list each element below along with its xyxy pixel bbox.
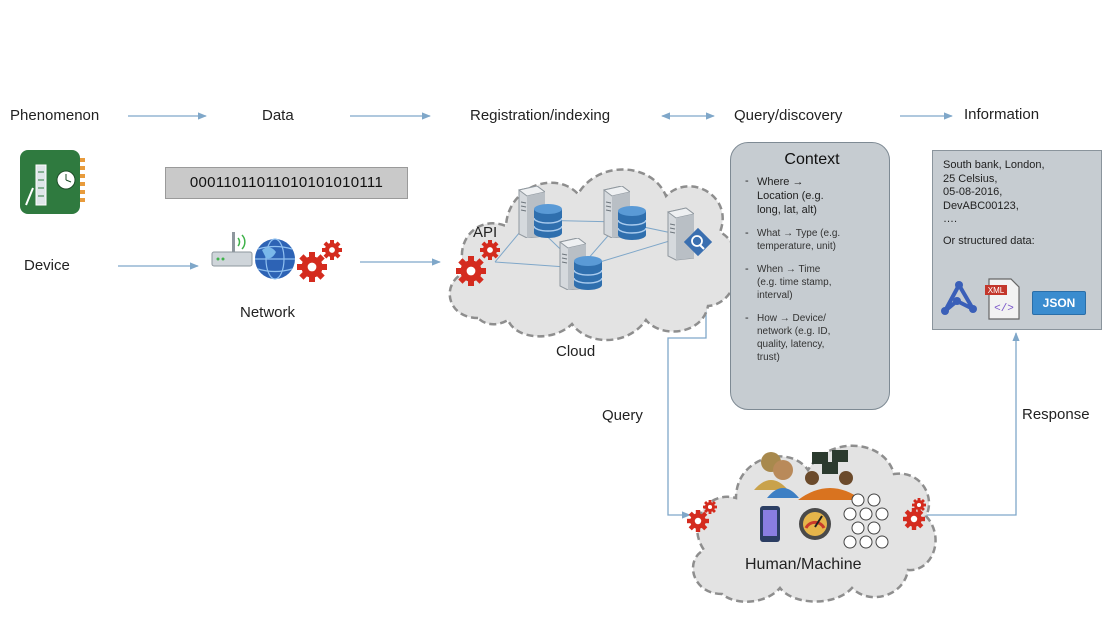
server-icon-4 xyxy=(667,207,694,261)
context-item-text: When → Time xyxy=(757,264,821,275)
response-gear-icon-small xyxy=(912,498,926,512)
database-icon-1 xyxy=(534,204,562,238)
label-query-discovery: Query/discovery xyxy=(734,107,843,124)
info-line: …. xyxy=(943,213,958,225)
label-api: API xyxy=(473,224,498,241)
sensor-icon xyxy=(20,150,85,214)
context-title: Context xyxy=(784,151,840,168)
information-box: South bank, London, 25 Celsius, 05-08-20… xyxy=(932,150,1102,330)
phone-icon xyxy=(760,506,780,542)
context-item-text: temperature, unit) xyxy=(757,241,836,252)
label-response: Response xyxy=(1022,406,1090,423)
xml-file-label: XML xyxy=(988,286,1005,295)
binary-data-box: 00011011011010101010111 xyxy=(165,167,408,199)
label-information: Information xyxy=(964,106,1040,123)
info-line: DevABC00123, xyxy=(943,199,1019,212)
query-gear-icon-small xyxy=(703,500,717,514)
label-network: Network xyxy=(240,304,296,321)
api-gear-icon-large xyxy=(456,256,486,286)
context-item-text: interval) xyxy=(757,290,793,301)
label-query: Query xyxy=(602,407,643,424)
operators-icon xyxy=(798,450,862,500)
label-device: Device xyxy=(24,257,70,274)
info-line: 05-08-2016, xyxy=(943,186,1003,198)
svg-text:</>: </> xyxy=(994,303,1014,315)
gauge-icon xyxy=(799,508,831,540)
context-item-text: Location (e.g. xyxy=(757,190,824,202)
json-badge: JSON xyxy=(1032,291,1086,315)
network-gear-icon-small xyxy=(322,240,342,260)
context-item-what: What → Type (e.g. temperature, unit) xyxy=(743,227,881,253)
context-item-text: (e.g. time stamp, xyxy=(757,277,832,288)
router-icon xyxy=(211,232,253,267)
context-item-when: When → Time (e.g. time stamp, interval) xyxy=(743,263,881,302)
info-structured-label: Or structured data: xyxy=(943,234,1035,247)
label-registration: Registration/indexing xyxy=(470,107,611,124)
response-gear-icon-large xyxy=(903,508,925,530)
context-item-text: trust) xyxy=(757,352,780,363)
rdf-graph-icon xyxy=(941,281,977,315)
database-icon-3 xyxy=(574,256,602,290)
context-item-text: network (e.g. ID, xyxy=(757,326,831,337)
label-phenomenon: Phenomenon xyxy=(10,107,100,124)
globe-icon xyxy=(255,238,295,280)
database-icon-2 xyxy=(618,206,646,240)
info-line: South bank, London, xyxy=(943,159,1045,171)
context-box: Context Where → Location (e.g. long, lat… xyxy=(730,142,890,410)
context-item-how: How → Device/ network (e.g. ID, quality,… xyxy=(743,312,881,364)
label-data: Data xyxy=(262,107,294,124)
context-item-text: long, lat, alt) xyxy=(757,204,817,216)
api-gear-icon-small xyxy=(480,240,500,260)
context-item-text: How → Device/ xyxy=(757,313,826,324)
label-cloud: Cloud xyxy=(556,343,596,360)
context-item-text: What → Type (e.g. xyxy=(757,228,841,239)
response-connector xyxy=(922,332,1020,516)
context-item-text: quality, latency, xyxy=(757,339,825,350)
query-gear-icon-large xyxy=(687,510,709,532)
context-item-where: Where → Location (e.g. long, lat, alt) xyxy=(743,175,881,217)
search-icon xyxy=(683,227,713,257)
users-icon xyxy=(754,452,799,498)
context-list: Where → Location (e.g. long, lat, alt) W… xyxy=(743,175,881,364)
info-line: 25 Celsius, xyxy=(943,172,998,185)
machine-gauges-icon xyxy=(843,493,889,549)
label-human-machine: Human/Machine xyxy=(745,556,862,573)
network-gear-icon-large xyxy=(297,252,327,282)
xml-file-icon: XML </> xyxy=(985,278,1020,320)
context-item-text: Where → xyxy=(757,176,804,188)
